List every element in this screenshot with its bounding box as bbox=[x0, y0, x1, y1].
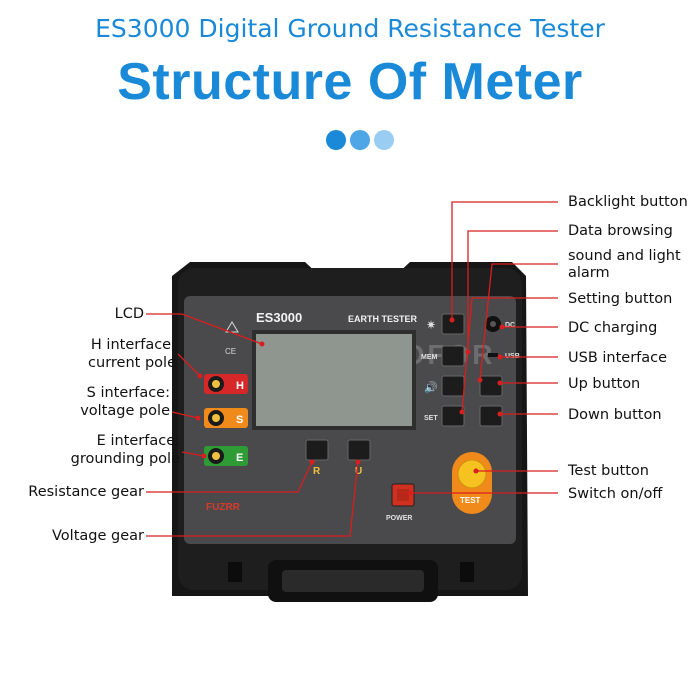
label-lcd: LCD bbox=[114, 306, 144, 322]
test-label: TEST bbox=[460, 496, 481, 505]
brand-logo: FUZRR bbox=[206, 502, 241, 513]
panel-title: EARTH TESTER bbox=[348, 314, 418, 324]
decor-dot-3 bbox=[374, 130, 394, 150]
callout-dots bbox=[195, 317, 505, 496]
set-button[interactable] bbox=[441, 405, 465, 427]
label-up: Up button bbox=[568, 376, 641, 392]
resistance-key-label: R bbox=[313, 466, 321, 477]
label-usb: USB interface bbox=[568, 350, 668, 366]
test-button[interactable]: TEST bbox=[452, 452, 492, 514]
label-setting: Setting button bbox=[568, 291, 673, 307]
label-down: Down button bbox=[568, 407, 662, 423]
set-label: SET bbox=[424, 415, 438, 422]
speaker-icon: 🔊 bbox=[424, 380, 438, 394]
alarm-button[interactable] bbox=[441, 375, 465, 397]
mem-button[interactable] bbox=[441, 345, 465, 367]
warning-icon bbox=[225, 321, 239, 333]
label-h-interface-2: current pole bbox=[88, 355, 176, 371]
terminal-e[interactable]: E bbox=[204, 446, 248, 466]
lcd-screen bbox=[256, 334, 412, 426]
backlight-button[interactable] bbox=[441, 313, 465, 335]
voltage-key-label: U bbox=[355, 466, 362, 477]
usb-port[interactable] bbox=[488, 353, 498, 357]
label-s-interface-2: voltage pole bbox=[80, 403, 170, 419]
label-resistance-gear: Resistance gear bbox=[28, 484, 144, 500]
label-h-interface-1: H interface: bbox=[90, 337, 176, 353]
dc-label: DC bbox=[505, 322, 515, 329]
label-dc-charging: DC charging bbox=[568, 320, 658, 336]
decor-dot-1 bbox=[326, 130, 346, 150]
power-label: POWER bbox=[386, 515, 412, 522]
down-button[interactable] bbox=[479, 405, 503, 427]
callout-lines bbox=[146, 201, 558, 537]
label-alarm-2: alarm bbox=[568, 265, 610, 281]
mem-label: MEM bbox=[421, 354, 438, 361]
up-button[interactable] bbox=[479, 375, 503, 397]
decor-dot-2 bbox=[350, 130, 370, 150]
label-s-interface-1: S interface: bbox=[86, 385, 170, 401]
label-test: Test button bbox=[568, 463, 649, 479]
label-voltage-gear: Voltage gear bbox=[52, 528, 144, 544]
terminal-e-label: E bbox=[236, 452, 243, 464]
terminal-s[interactable]: S bbox=[204, 408, 248, 428]
voltage-key[interactable] bbox=[347, 439, 371, 461]
page-title: Structure Of Meter bbox=[117, 53, 583, 111]
terminal-h-label: H bbox=[236, 380, 244, 392]
label-power: Switch on/off bbox=[568, 486, 663, 502]
label-e-interface-2: grounding pole bbox=[70, 451, 180, 467]
resistance-key[interactable] bbox=[305, 439, 329, 461]
ce-mark: CE bbox=[225, 347, 236, 356]
label-alarm-1: sound and light bbox=[568, 248, 681, 264]
model-label: ES3000 bbox=[256, 310, 302, 325]
label-e-interface-1: E interface: bbox=[96, 433, 180, 449]
label-backlight: Backlight button bbox=[568, 194, 688, 210]
terminal-h[interactable]: H bbox=[204, 374, 248, 394]
sun-icon: ✷ bbox=[426, 318, 436, 332]
terminal-s-label: S bbox=[236, 414, 243, 426]
subtitle: ES3000 Digital Ground Resistance Tester bbox=[95, 14, 605, 43]
label-data-browsing: Data browsing bbox=[568, 223, 673, 239]
